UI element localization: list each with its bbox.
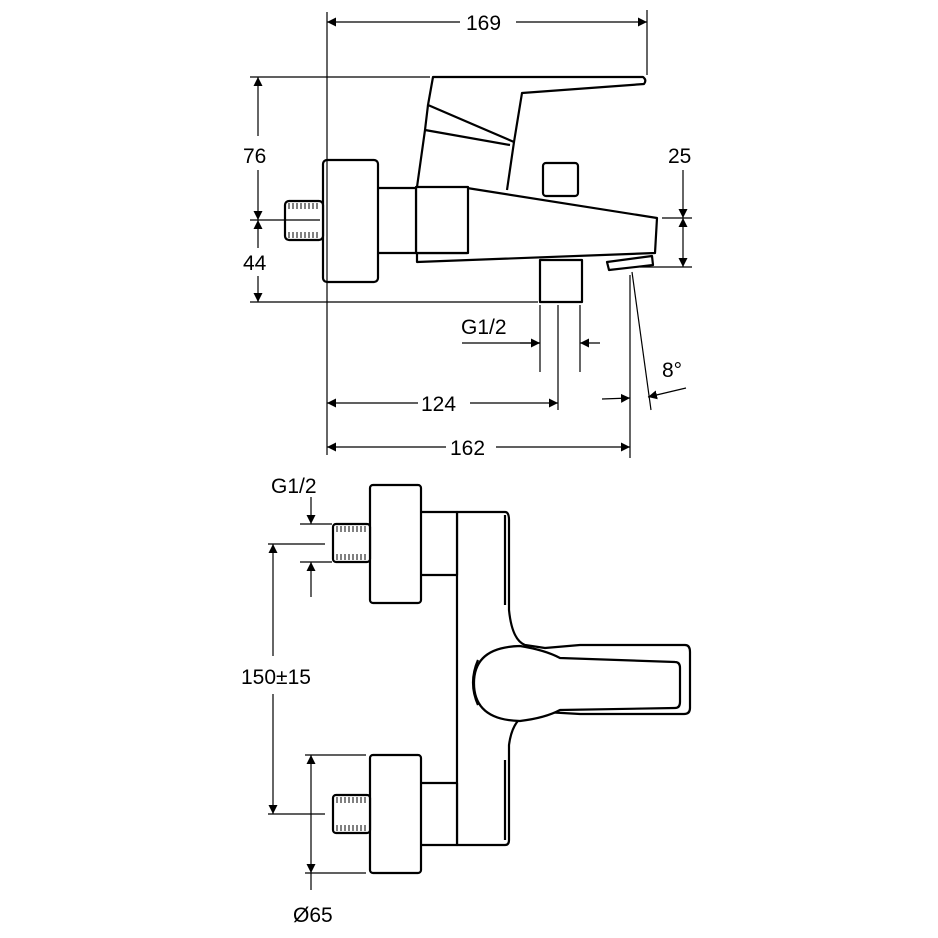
dim-label-44: 44: [243, 252, 267, 275]
dim-label-g12-outlet: G1/2: [461, 316, 507, 339]
upper-pipe: [418, 510, 459, 577]
dim-label-76: 76: [243, 145, 266, 168]
dimension-8deg: 8°: [601, 271, 687, 411]
diverter-knob: [541, 161, 580, 198]
dimension-d65: Ø65: [293, 754, 366, 927]
dimension-g12-outlet: G1/2: [461, 305, 600, 410]
dimension-124: 124: [327, 393, 558, 416]
dim-label-25: 25: [668, 145, 691, 168]
upper-inlet-thread: [331, 522, 372, 564]
dimension-162: 162: [327, 275, 631, 460]
dim-label-162: 162: [450, 437, 485, 460]
dim-label-d65: Ø65: [293, 904, 333, 927]
valve-body: [414, 185, 470, 255]
lower-pipe: [418, 781, 459, 847]
upper-rosette: [368, 483, 423, 605]
bottom-outlet: [538, 258, 584, 304]
dim-label-g12-inlet: G1/2: [271, 475, 317, 498]
front-view: G1/2 150±15 Ø65: [241, 475, 692, 927]
connection-pipe: [375, 186, 418, 255]
lower-inlet-thread: [331, 793, 372, 835]
lever-front: [471, 644, 682, 723]
dim-label-150: 150±15: [241, 666, 311, 689]
dim-label-8deg: 8°: [662, 359, 682, 382]
dimension-g12-inlet: G1/2: [271, 475, 332, 597]
aerator: [605, 254, 655, 272]
dimension-76-44: 76 44: [243, 76, 538, 303]
dim-label-169: 169: [466, 12, 501, 35]
dimension-150: 150±15: [241, 543, 325, 815]
dimension-169: 169: [326, 10, 648, 455]
rosette: [321, 158, 380, 284]
lower-rosette: [368, 753, 423, 875]
lever-handle: [415, 75, 647, 191]
dim-label-124: 124: [421, 393, 456, 416]
side-view: 169 76 44 25 G1/2 124: [243, 10, 692, 460]
dimension-25: 25: [640, 145, 692, 268]
